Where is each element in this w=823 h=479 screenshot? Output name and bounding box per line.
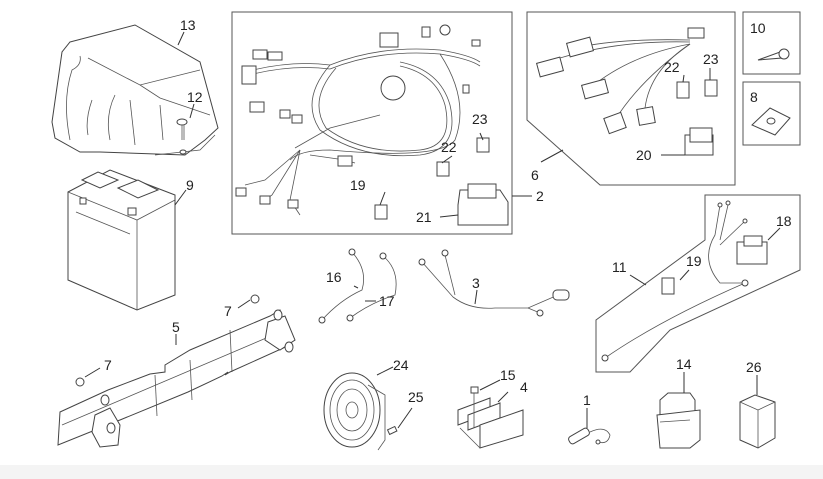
fuse-holder-illustration[interactable] xyxy=(736,235,768,265)
callout-2: 2 xyxy=(536,188,544,204)
callout-3: 3 xyxy=(472,275,480,291)
fuse-illustration[interactable] xyxy=(661,277,675,295)
screw-illustration[interactable] xyxy=(470,386,479,428)
flasher-relay-illustration[interactable] xyxy=(739,394,776,449)
callout-12: 11 xyxy=(612,259,627,275)
horn-screw-illustration[interactable] xyxy=(386,425,398,436)
battery-illustration[interactable] xyxy=(67,169,176,311)
callout-14: 12 xyxy=(187,89,203,105)
horn-illustration[interactable] xyxy=(323,372,386,451)
callout-24: 24 xyxy=(393,357,409,373)
voltage-regulator-illustration[interactable] xyxy=(457,397,524,449)
callout-22b: 22 xyxy=(664,59,680,75)
battery-cover-illustration[interactable] xyxy=(51,24,219,156)
callout-15: 13 xyxy=(180,17,196,33)
starter-cable-illustration[interactable] xyxy=(601,200,749,362)
battery-tray-illustration[interactable] xyxy=(57,309,296,448)
callout-19b: 19 xyxy=(686,253,702,269)
callout-7a: 7 xyxy=(224,303,232,319)
leader-lines xyxy=(84,31,781,429)
callout-labels: 13 12 9 5 7 7 23 22 19 21 2 6 20 22 23 1… xyxy=(104,17,792,408)
starter-cable-kit-frame xyxy=(595,194,801,373)
fuse-box-illustration[interactable] xyxy=(457,183,509,226)
spring-clip-illustration[interactable] xyxy=(751,107,791,136)
main-wiring-harness-illustration[interactable] xyxy=(235,24,481,216)
self-tapping-screw-illustration[interactable] xyxy=(757,48,790,61)
footer-strip xyxy=(0,465,823,479)
callout-21: 21 xyxy=(416,209,432,225)
fuse-holder-illustration[interactable] xyxy=(684,127,714,156)
callout-13: 14 xyxy=(676,356,692,372)
callout-25: 25 xyxy=(408,389,424,405)
clip-nut-illustration[interactable] xyxy=(75,294,260,387)
callout-16: 16 xyxy=(326,269,342,285)
callout-6: 6 xyxy=(531,167,539,183)
callout-1: 1 xyxy=(583,392,591,408)
callout-5: 5 xyxy=(172,319,180,335)
spring-clip-kit-frame xyxy=(742,81,801,146)
callout-18: 18 xyxy=(776,213,792,229)
callout-19a: 19 xyxy=(350,177,366,193)
callout-4: 4 xyxy=(520,379,528,395)
callout-22a: 22 xyxy=(441,139,457,155)
screw-kit-frame xyxy=(742,11,801,75)
callout-9: 9 xyxy=(186,177,194,193)
fuse-illustration[interactable] xyxy=(374,137,490,220)
light-wiring-illustration[interactable] xyxy=(418,249,570,317)
bulb-socket-illustration[interactable] xyxy=(567,427,611,445)
callout-10: 15 xyxy=(500,367,516,383)
positive-cable-illustration[interactable] xyxy=(346,252,397,322)
callout-20: 20 xyxy=(636,147,652,163)
callout-26: 26 xyxy=(746,359,762,375)
callout-11: 10 xyxy=(750,20,766,36)
fuse-illustration[interactable] xyxy=(676,79,718,99)
ground-cable-illustration[interactable] xyxy=(318,248,365,324)
callout-7b: 7 xyxy=(104,357,112,373)
aux-harness-kit-frame xyxy=(526,11,736,186)
auxiliary-harness-illustration[interactable] xyxy=(535,27,705,135)
main-harness-kit-frame xyxy=(231,11,513,235)
callout-8: 8 xyxy=(750,89,758,105)
callout-23a: 23 xyxy=(472,111,488,127)
callout-23b: 23 xyxy=(703,51,719,67)
callout-17: 17 xyxy=(379,293,395,309)
starter-relay-illustration[interactable] xyxy=(656,392,701,449)
bolt-illustration[interactable] xyxy=(176,118,188,155)
parts-diagram: 13 12 9 5 7 7 23 22 19 21 2 6 20 22 23 1… xyxy=(51,11,801,451)
